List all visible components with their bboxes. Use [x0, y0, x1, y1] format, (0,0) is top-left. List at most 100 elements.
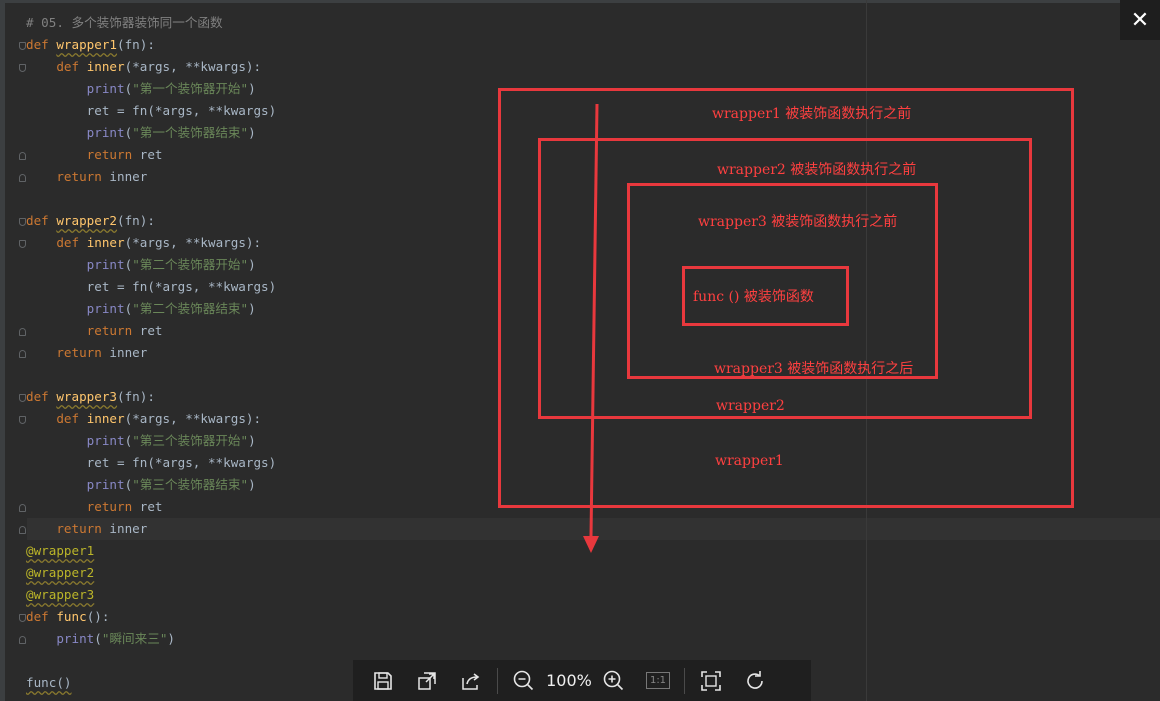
- code-token: print: [86, 477, 125, 492]
- code-line[interactable]: return inner: [26, 166, 276, 188]
- open-window-button[interactable]: [405, 660, 449, 701]
- viewer-toolbar: 100% 1:1: [353, 660, 811, 701]
- code-token: return: [56, 169, 110, 184]
- code-line[interactable]: return ret: [26, 144, 276, 166]
- fit-screen-button[interactable]: [689, 660, 733, 701]
- code-token: inner: [109, 345, 148, 360]
- code-token: return: [86, 499, 140, 514]
- close-button[interactable]: ✕: [1120, 0, 1160, 40]
- code-line[interactable]: def wrapper3(fn):: [26, 386, 276, 408]
- fold-marker[interactable]: [19, 614, 26, 622]
- toolbar-separator: [497, 667, 498, 694]
- code-token: (: [124, 477, 133, 492]
- code-line[interactable]: print("第一个装饰器开始"): [26, 78, 276, 100]
- code-token: def: [26, 389, 57, 404]
- wrapper1-before-label: wrapper1 被装饰函数执行之前: [712, 106, 912, 122]
- code-token: ): [248, 301, 256, 316]
- code-token: @wrapper2: [26, 565, 95, 580]
- code-line[interactable]: ret = fn(*args, **kwargs): [26, 100, 277, 122]
- actual-size-button[interactable]: 1:1: [636, 660, 680, 701]
- code-token: (fn):: [117, 213, 155, 228]
- fold-marker[interactable]: [19, 152, 26, 160]
- code-token: return: [86, 147, 140, 162]
- code-token: def: [56, 59, 87, 74]
- rotate-icon: [747, 670, 763, 689]
- code-token: ): [248, 125, 256, 140]
- rotate-button[interactable]: [733, 660, 777, 701]
- code-token: ret: [139, 499, 163, 514]
- code-token: "第二个装饰器开始": [132, 257, 249, 272]
- code-line[interactable]: func(): [26, 672, 276, 694]
- code-token: def: [56, 235, 87, 250]
- fold-marker[interactable]: [19, 240, 26, 248]
- code-line[interactable]: print("第一个装饰器结束"): [26, 122, 276, 144]
- code-token: return: [86, 323, 140, 338]
- code-line[interactable]: @wrapper3: [26, 584, 276, 606]
- zoom-level: 100%: [546, 671, 592, 690]
- wrapper3-after-label: wrapper3 被装饰函数执行之后: [714, 361, 914, 377]
- code-token: "第三个装饰器结束": [132, 477, 249, 492]
- code-line[interactable]: def func():: [26, 606, 276, 628]
- code-token: print: [86, 433, 125, 448]
- fold-marker[interactable]: [19, 42, 26, 50]
- code-line[interactable]: print("第二个装饰器结束"): [26, 298, 276, 320]
- fold-marker[interactable]: [19, 394, 26, 402]
- code-token: (: [124, 81, 133, 96]
- fold-marker[interactable]: [19, 636, 26, 644]
- code-token: ret = fn(*args, **kwargs): [26, 103, 277, 118]
- code-line[interactable]: def inner(*args, **kwargs):: [26, 408, 276, 430]
- zoom-in-icon: [603, 670, 624, 690]
- current-line-highlight: [5, 518, 1160, 540]
- zoom-out-button[interactable]: [502, 660, 546, 701]
- code-line[interactable]: def inner(*args, **kwargs):: [26, 232, 276, 254]
- code-line[interactable]: return inner: [26, 342, 276, 364]
- code-line[interactable]: print("第三个装饰器结束"): [26, 474, 276, 496]
- zoom-in-button[interactable]: [592, 660, 636, 701]
- right-margin-guide: [866, 0, 867, 701]
- toolbar-separator: [684, 667, 685, 694]
- code-line[interactable]: return ret: [26, 496, 276, 518]
- code-line[interactable]: @wrapper1: [26, 540, 276, 562]
- code-token: # 05. 多个装饰器装饰同一个函数: [26, 15, 223, 30]
- wrapper2-before-label: wrapper2 被装饰函数执行之前: [717, 162, 917, 178]
- code-token: ret = fn(*args, **kwargs): [26, 279, 277, 294]
- code-line[interactable]: return ret: [26, 320, 276, 342]
- code-line[interactable]: # 05. 多个装饰器装饰同一个函数: [26, 12, 276, 34]
- code-token: "第二个装饰器结束": [132, 301, 249, 316]
- code-token: wrapper3: [56, 389, 118, 404]
- code-line[interactable]: print("瞬间来三"): [26, 628, 276, 650]
- share-button[interactable]: [449, 660, 493, 701]
- save-button[interactable]: [361, 660, 405, 701]
- code-token: (*args, **kwargs):: [124, 411, 262, 426]
- code-editor[interactable]: # 05. 多个装饰器装饰同一个函数 def wrapper1(fn): def …: [26, 12, 276, 694]
- code-line[interactable]: def inner(*args, **kwargs):: [26, 56, 276, 78]
- code-line[interactable]: def wrapper1(fn):: [26, 34, 276, 56]
- fold-marker[interactable]: [19, 174, 26, 182]
- fold-marker[interactable]: [19, 328, 26, 336]
- code-line[interactable]: print("第二个装饰器开始"): [26, 254, 276, 276]
- code-token: print: [86, 125, 125, 140]
- code-token: inner: [109, 521, 148, 536]
- code-line[interactable]: def wrapper2(fn):: [26, 210, 276, 232]
- code-line[interactable]: ret = fn(*args, **kwargs): [26, 452, 277, 474]
- code-line[interactable]: @wrapper2: [26, 562, 276, 584]
- wrapper2-after-label: wrapper2: [716, 398, 785, 414]
- code-token: def: [26, 213, 57, 228]
- code-token: return: [56, 521, 110, 536]
- code-token: ): [248, 477, 256, 492]
- fold-marker[interactable]: [19, 218, 26, 226]
- code-line[interactable]: ret = fn(*args, **kwargs): [26, 276, 277, 298]
- func-label: func () 被装饰函数: [693, 289, 814, 305]
- code-token: print: [56, 631, 95, 646]
- code-line[interactable]: return inner: [26, 518, 276, 540]
- fold-marker[interactable]: [19, 504, 26, 512]
- fold-marker[interactable]: [19, 350, 26, 358]
- fold-marker[interactable]: [19, 416, 26, 424]
- code-token: ): [248, 433, 256, 448]
- code-token: ): [248, 257, 256, 272]
- code-line[interactable]: print("第三个装饰器开始"): [26, 430, 276, 452]
- fold-marker[interactable]: [19, 526, 26, 534]
- fold-marker[interactable]: [19, 64, 26, 72]
- code-token: (*args, **kwargs):: [124, 59, 262, 74]
- code-token: (*args, **kwargs):: [124, 235, 262, 250]
